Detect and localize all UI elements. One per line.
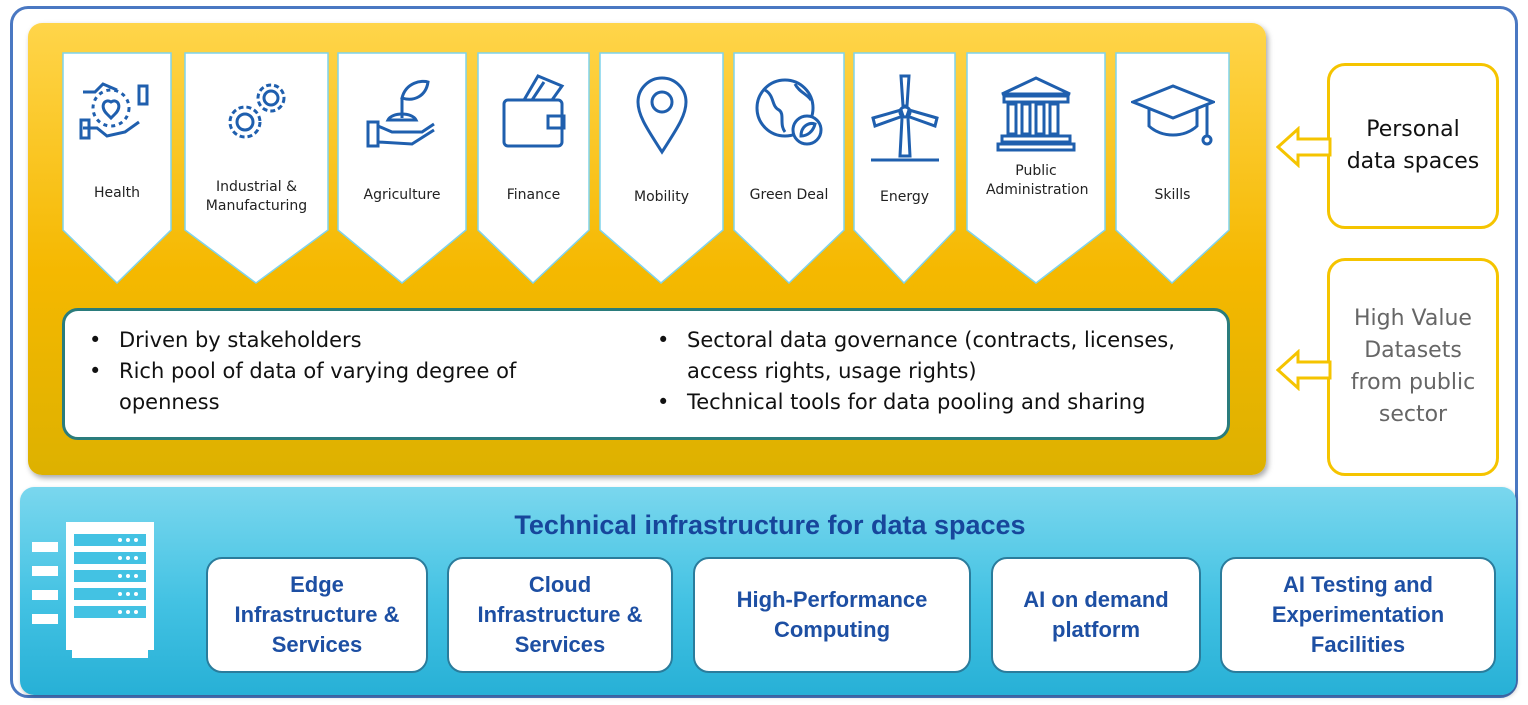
arrow-left-icon <box>1276 349 1332 391</box>
service-ai-on-demand: AI on demand platform <box>991 557 1201 673</box>
outer-frame <box>10 6 1518 698</box>
service-cloud-infrastructure: Cloud Infrastructure & Services <box>447 557 673 673</box>
plant-in-hand-icon <box>366 79 435 148</box>
globe-leaf-icon <box>755 78 823 146</box>
health-icon <box>79 82 149 140</box>
service-label: AI on demand platform <box>1023 587 1169 642</box>
features-right: Sectoral data governance (contracts, lic… <box>647 325 1217 418</box>
gears-icon <box>228 83 285 139</box>
sector-label: Finance <box>506 187 561 203</box>
wind-turbine-icon <box>870 74 939 162</box>
graduation-cap-icon <box>1130 84 1215 146</box>
server-rack-icon <box>32 522 154 658</box>
service-label: High-Performance Computing <box>736 587 928 642</box>
personal-data-spaces-label: Personal data spaces <box>1346 117 1480 174</box>
sector-label: Health <box>94 185 140 201</box>
sector-label: Mobility <box>634 189 689 205</box>
sector-energy: Energy <box>853 52 956 284</box>
features-box: Driven by stakeholders Rich pool of data… <box>62 308 1230 440</box>
feature-item: Sectoral data governance (contracts, lic… <box>657 325 1217 387</box>
arrow-left-icon <box>1276 126 1332 168</box>
service-label: Edge Infrastructure & Services <box>234 572 400 657</box>
infrastructure-title: Technical infrastructure for data spaces <box>514 510 1026 540</box>
sector-label: Skills <box>1154 187 1191 203</box>
sector-label: Green Deal <box>749 187 829 203</box>
features-left: Driven by stakeholders Rich pool of data… <box>79 325 599 418</box>
service-label: Cloud Infrastructure & Services <box>477 572 643 657</box>
sector-label: Public Administration <box>966 162 1106 200</box>
sector-agriculture: Agriculture <box>337 52 467 284</box>
service-ai-testing-facilities: AI Testing and Experimentation Facilitie… <box>1220 557 1496 673</box>
high-value-datasets-label: High Value Datasets from public sector <box>1350 306 1476 427</box>
high-value-datasets-box: High Value Datasets from public sector <box>1327 258 1499 476</box>
sector-green-deal: Green Deal <box>733 52 845 284</box>
sector-label: Industrial & Manufacturing <box>205 179 308 214</box>
sector-health: Health <box>62 52 172 284</box>
sector-label-text: Public Administration <box>986 163 1089 198</box>
service-high-performance-computing: High-Performance Computing <box>693 557 971 673</box>
feature-item: Driven by stakeholders <box>89 325 599 356</box>
sector-label: Energy <box>879 189 929 205</box>
sector-public-administration: Public Administration <box>966 52 1106 284</box>
sector-mobility: Mobility <box>599 52 724 284</box>
sector-finance: Finance <box>477 52 590 284</box>
service-edge-infrastructure: Edge Infrastructure & Services <box>206 557 428 673</box>
feature-item: Rich pool of data of varying degree of o… <box>89 356 599 418</box>
service-label: AI Testing and Experimentation Facilitie… <box>1271 572 1445 657</box>
sector-industrial-manufacturing: Industrial & Manufacturing <box>184 52 329 284</box>
wallet-icon <box>502 74 565 148</box>
sector-skills: Skills <box>1115 52 1230 284</box>
sector-label: Agriculture <box>363 187 441 203</box>
government-building-icon <box>996 76 1076 152</box>
personal-data-spaces-box: Personal data spaces <box>1327 63 1499 229</box>
feature-item: Technical tools for data pooling and sha… <box>657 387 1217 418</box>
location-pin-icon <box>635 76 688 155</box>
